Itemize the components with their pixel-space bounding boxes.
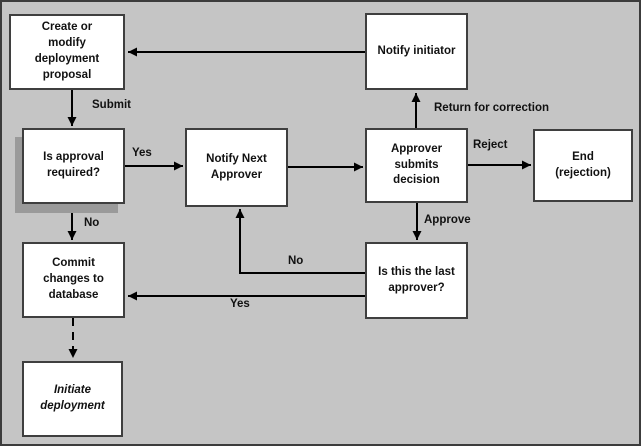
edge-label-no-last-approver: No: [288, 255, 304, 267]
node-commit-changes-database: Commit changes to database: [22, 242, 125, 318]
edge-label-return-correction: Return for correction: [434, 102, 550, 114]
edge-label-yes-approval: Yes: [132, 147, 152, 159]
node-approver-submits-decision: Approver submits decision: [365, 128, 468, 203]
edge-label-submit: Submit: [92, 99, 131, 111]
edge-label-no-approval: No: [84, 217, 100, 229]
node-notify-initiator: Notify initiator: [365, 13, 468, 90]
node-notify-next-approver: Notify Next Approver: [185, 128, 288, 207]
node-initiate-deployment: Initiate deployment: [22, 361, 123, 437]
node-approval-required: Is approval required?: [22, 128, 125, 204]
node-last-approver: Is this the last approver?: [365, 242, 468, 319]
edge-label-approve: Approve: [424, 214, 471, 226]
node-create-proposal: Create or modify deployment proposal: [9, 14, 125, 90]
edge-label-reject: Reject: [473, 139, 508, 151]
edge-label-yes-last-approver: Yes: [230, 298, 250, 310]
edge-last-to-next: [235, 209, 365, 274]
node-end-rejection: End (rejection): [533, 129, 633, 202]
